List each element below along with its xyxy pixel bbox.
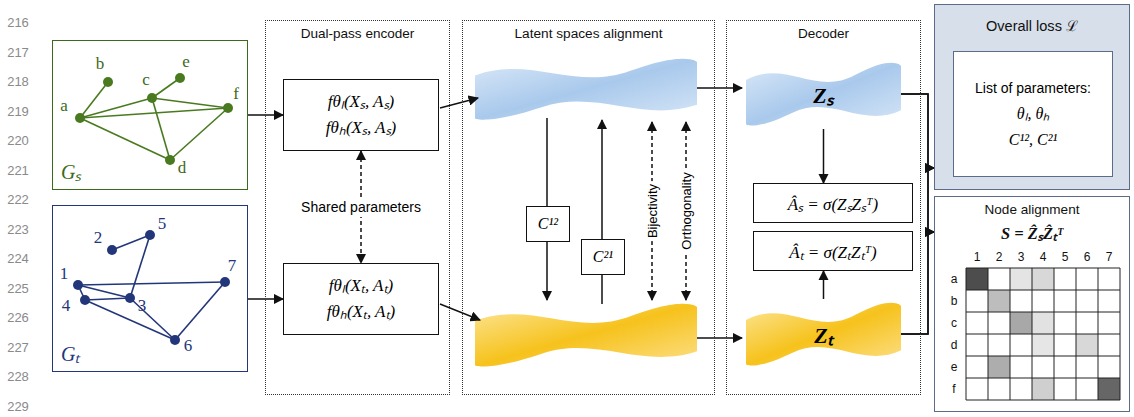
formula: fθₕ(Xₛ, Aₛ) (326, 115, 396, 141)
panel-title: Node alignment (935, 197, 1129, 217)
formula: Âₜ = σ(ZₜZₜᵀ) (789, 240, 877, 263)
column-index: 7 (1106, 250, 1113, 264)
latent-wave: Zₛ (746, 59, 901, 129)
graph-name: Gₛ (61, 158, 81, 185)
constraint-label: Bijectivity (645, 181, 660, 241)
row-index: a (951, 272, 958, 286)
graph-node-label: 5 (158, 214, 167, 234)
formula: C²¹ (593, 248, 613, 266)
graph-node-label: e (182, 52, 190, 72)
panel-title: Decoder (727, 21, 920, 41)
decoder-panel: DecoderZₛ Âₛ = σ(ZₛZₛᵀ) Âₜ = σ(ZₜZₜᵀ) Zₜ (726, 20, 921, 395)
line-number: 229 (7, 398, 29, 413)
graph-node-label: 2 (94, 228, 103, 248)
panel-title: Overall loss ℒ (935, 5, 1129, 35)
formula: S = ẐₛẐₜᵀ (935, 217, 1129, 244)
decoder-box: Âₜ = σ(ZₜZₜᵀ) (753, 231, 913, 271)
source-graph-box: Gₛ (52, 40, 248, 190)
row-index: f (952, 382, 955, 396)
line-number: 224 (7, 251, 29, 266)
parameter-text: C¹², C²¹ (1009, 127, 1058, 153)
connector (823, 271, 825, 299)
constraint-label: Orthogonality (679, 169, 694, 252)
line-number: 223 (7, 221, 29, 236)
mapping-box: C²¹ (581, 239, 625, 275)
line-number: 219 (7, 103, 29, 118)
line-number: 222 (7, 192, 29, 207)
formula: fθₗ(Xₜ, Aₜ) (329, 273, 393, 299)
line-number: 217 (7, 44, 29, 59)
source-graph (80, 78, 228, 160)
parameter-text: θₗ, θₕ (1017, 101, 1050, 127)
line-number: 218 (7, 74, 29, 89)
target-graph-nodes (73, 230, 230, 345)
decoder-box: Âₛ = σ(ZₛZₛᵀ) (753, 183, 913, 223)
column-index: 6 (1084, 250, 1091, 264)
line-number: 220 (7, 133, 29, 148)
line-number: 226 (7, 310, 29, 325)
parameter-text: List of parameters: (975, 75, 1091, 101)
latent-wave: Zₜ (746, 299, 901, 369)
flow-arrows (440, 88, 742, 338)
encoder-box: fθₗ(Xₛ, Aₛ)fθₕ(Xₛ, Aₛ) (283, 79, 439, 151)
source-latent-wave (475, 59, 697, 120)
mapping-box: C¹² (526, 206, 570, 242)
connector (823, 129, 825, 183)
graph-node-label: d (178, 158, 187, 178)
graph-node-label: c (142, 70, 150, 90)
line-number: 221 (7, 162, 29, 177)
formula: fθₗ(Xₛ, Aₛ) (328, 89, 394, 115)
formula: fθₕ(Xₜ, Aₜ) (327, 299, 395, 325)
edge-label: Shared parameters (298, 197, 424, 217)
column-index: 3 (1018, 250, 1025, 264)
graph-node-label: 7 (228, 256, 237, 276)
formula: Zₜ (814, 319, 832, 349)
graph-node-label: 3 (138, 296, 147, 316)
graph-node-label: 4 (62, 296, 71, 316)
row-index: c (951, 316, 957, 330)
column-index: 1 (974, 250, 981, 264)
graph-name: Gₜ (61, 340, 80, 367)
alignment-matrix (966, 268, 1120, 400)
line-number: 228 (7, 369, 29, 384)
source-graph-nodes (75, 73, 233, 165)
graph-node-label: a (60, 96, 68, 116)
alignment-panel: Latent spaces alignmentC¹² C²¹ (462, 20, 715, 395)
line-number: 227 (7, 339, 29, 354)
panel-title: Latent spaces alignment (463, 21, 714, 41)
column-index: 5 (1062, 250, 1069, 264)
graph-node-label: 1 (60, 264, 69, 284)
connector (901, 94, 934, 168)
loss-panel: Overall loss ℒ List of parameters:θₗ, θₕC… (934, 4, 1130, 190)
line-number: 225 (7, 280, 29, 295)
graph-node-label: b (96, 54, 105, 74)
line-number: 216 (7, 15, 29, 30)
column-index: 4 (1040, 250, 1047, 264)
target-latent-wave (475, 304, 697, 367)
panel-title: Dual-pass encoder (266, 21, 449, 41)
row-index: b (951, 294, 958, 308)
formula: Âₛ = σ(ZₛZₛᵀ) (788, 192, 879, 215)
graph-node-label: f (233, 84, 239, 104)
graph-node-label: 6 (184, 336, 193, 356)
target-graph-box: Gₜ (52, 205, 248, 372)
row-index: e (951, 360, 958, 374)
formula: C¹² (538, 215, 558, 233)
alignment-output-panel: Node alignmentS = ẐₛẐₜᵀ (934, 196, 1130, 412)
formula: Zₛ (813, 79, 833, 109)
target-graph (78, 235, 225, 340)
encoder-box: fθₗ(Xₜ, Aₜ)fθₕ(Xₜ, Aₜ) (283, 263, 439, 335)
column-index: 2 (996, 250, 1003, 264)
parameter-box: List of parameters:θₗ, θₕC¹², C²¹ (953, 51, 1113, 177)
row-index: d (951, 338, 958, 352)
